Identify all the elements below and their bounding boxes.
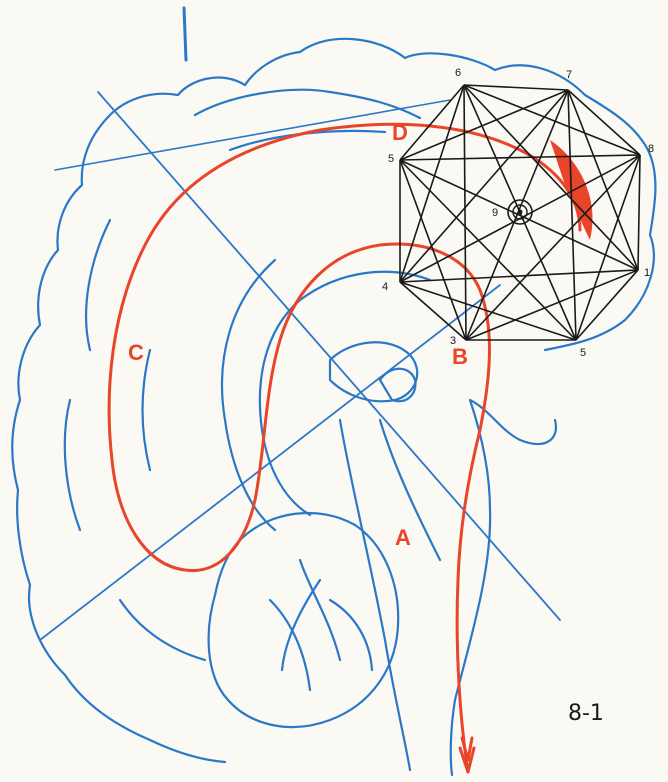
axis-line-2 xyxy=(40,285,500,640)
vertex-label-7: 7 xyxy=(566,69,572,81)
vertex-label-6: 6 xyxy=(455,67,461,79)
red-arrow xyxy=(460,738,474,772)
label-a: A xyxy=(395,525,411,550)
figure-code: 8-1 xyxy=(568,701,604,726)
label-b: B xyxy=(452,344,468,369)
vertex-label-9: 9 xyxy=(492,207,498,219)
cerebellum-folia xyxy=(270,560,372,690)
label-d: D xyxy=(392,120,408,145)
corpus-callosum xyxy=(222,260,430,530)
vertex-label-1: 1 xyxy=(644,267,650,279)
vertex-label-5-top: 5 xyxy=(388,153,394,165)
vertex-label-4: 4 xyxy=(382,281,388,293)
vertex-label-5-bottom: 5 xyxy=(580,347,586,359)
brainstem xyxy=(340,400,556,775)
top-mark xyxy=(184,8,186,60)
vertex-label-8: 8 xyxy=(648,143,654,155)
gyrus-upper xyxy=(195,90,420,150)
gyrus-left-1 xyxy=(65,220,110,530)
gyrus-left-2 xyxy=(120,350,205,660)
label-c: C xyxy=(128,340,144,365)
